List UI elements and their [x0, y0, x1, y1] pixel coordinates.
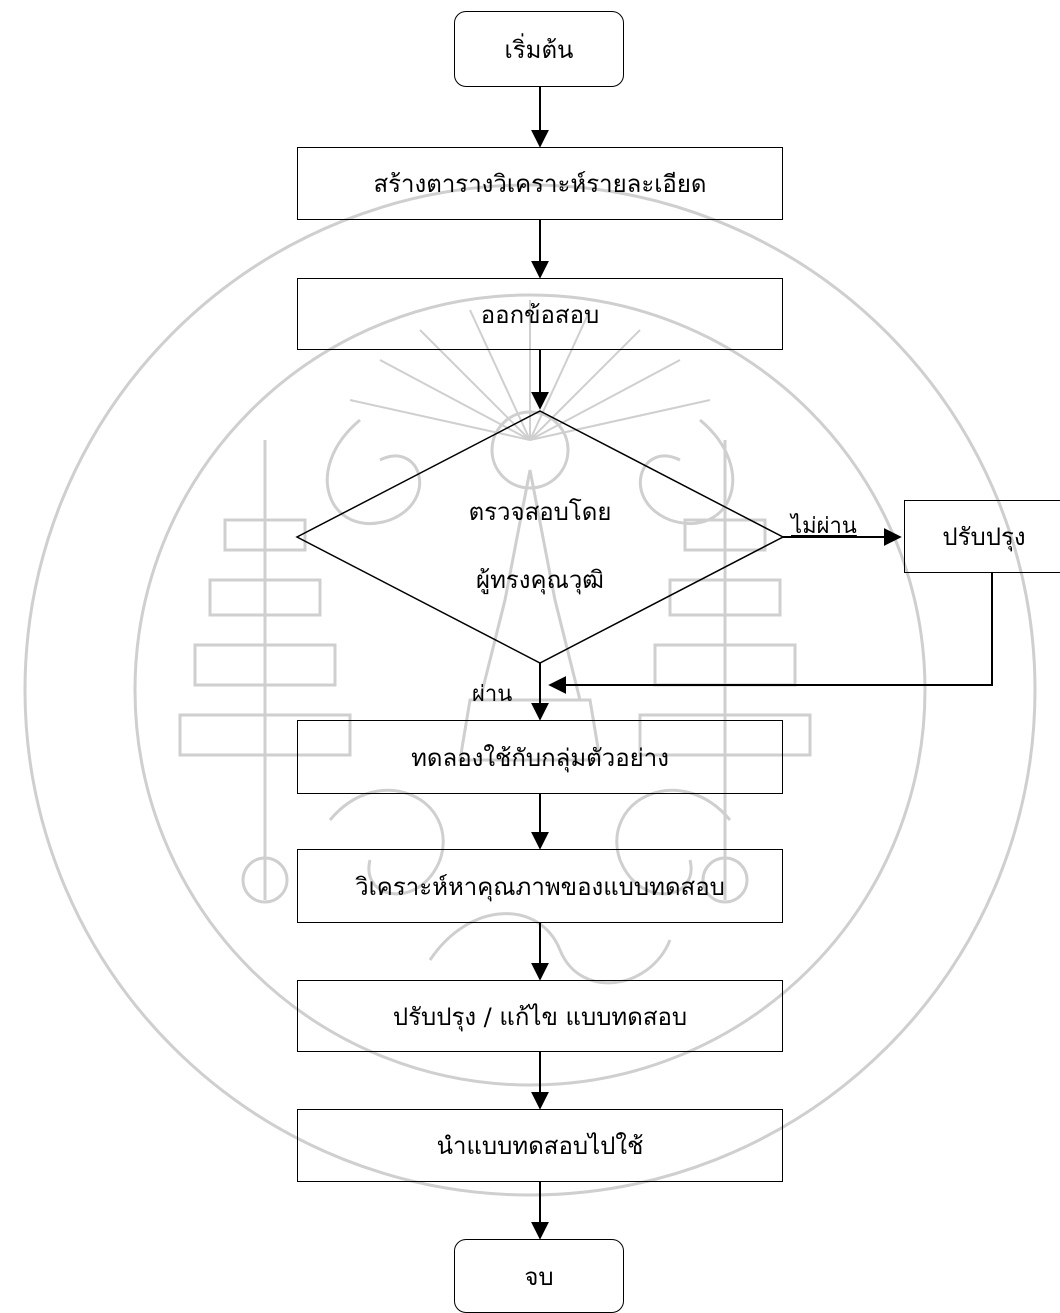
right-swirl-icon: [639, 418, 735, 525]
decision-diamond: [295, 410, 785, 664]
step-write-items: ออกข้อสอบ: [297, 278, 783, 350]
sun-icon: [490, 410, 570, 490]
step-use-test: นำแบบทดสอบไปใช้: [297, 1109, 783, 1182]
left-umbrella-icon: [178, 440, 352, 904]
seal-outer-ring: [23, 183, 1037, 1197]
step-analyze-quality-label: วิเคราะห์หาคุณภาพของแบบทดสอบ: [355, 872, 725, 901]
start-node: เริ่มต้น: [454, 11, 624, 87]
end-node: จบ: [454, 1239, 624, 1313]
start-label: เริ่มต้น: [504, 35, 574, 64]
step-create-table-label: สร้างตารางวิเคราะห์รายละเอียด: [373, 170, 707, 198]
seal-inner-ring: [133, 293, 927, 1087]
naga-icon: [428, 912, 672, 985]
left-swirl-icon: [325, 418, 421, 525]
fail-label: ไม่ผ่าน: [791, 514, 857, 539]
revise-label: ปรับปรุง: [942, 523, 1026, 551]
right-umbrella-icon: [638, 440, 812, 904]
step-write-items-label: ออกข้อสอบ: [480, 300, 600, 329]
pass-label: ผ่าน: [472, 682, 513, 707]
decision-text-line1: ตรวจสอบโดย: [468, 498, 612, 526]
step-use-test-label: นำแบบทดสอบไปใช้: [436, 1132, 644, 1160]
step-revise-test: ปรับปรุง / แก้ไข แบบทดสอบ: [297, 980, 783, 1052]
revise-node: ปรับปรุง: [904, 500, 1060, 573]
arrow-revise-back: [548, 573, 993, 694]
step-tryout: ทดลองใช้กับกลุ่มตัวอย่าง: [297, 720, 783, 794]
step-create-table: สร้างตารางวิเคราะห์รายละเอียด: [297, 147, 783, 220]
step-analyze-quality: วิเคราะห์หาคุณภาพของแบบทดสอบ: [297, 849, 783, 923]
step-tryout-label: ทดลองใช้กับกลุ่มตัวอย่าง: [411, 743, 669, 772]
end-label: จบ: [524, 1262, 554, 1291]
sun-rays-icon: [349, 300, 711, 441]
decision-text-line2: ผู้ทรงคุณวุฒิ: [476, 566, 604, 594]
step-revise-test-label: ปรับปรุง / แก้ไข แบบทดสอบ: [392, 1002, 688, 1031]
